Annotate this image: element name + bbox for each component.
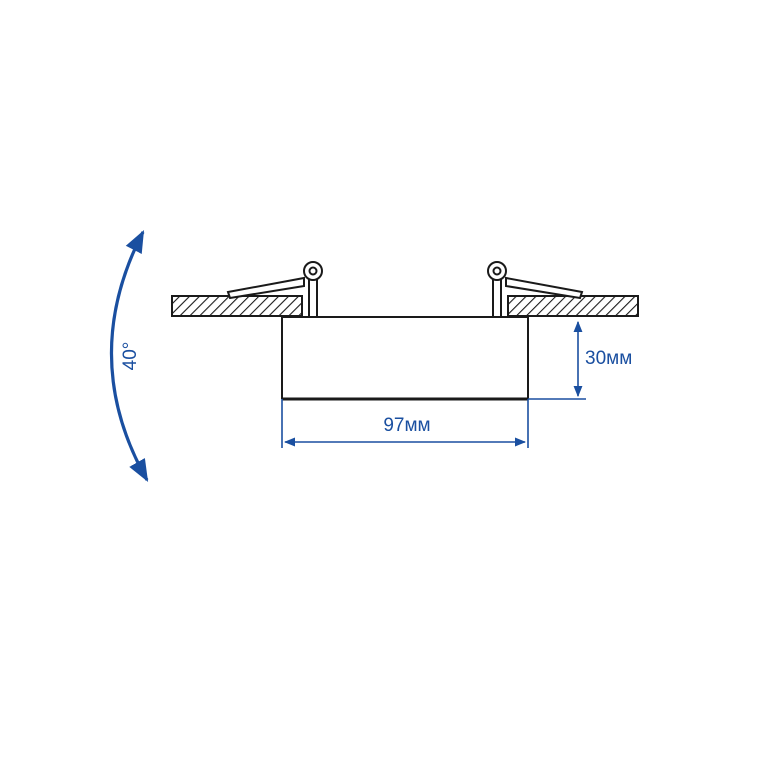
ceiling-panel-right <box>507 295 639 317</box>
lamp-body <box>281 316 529 401</box>
spring-clip-icon-right <box>487 261 584 316</box>
ceiling-panel <box>171 295 639 317</box>
ceiling-panel-left <box>171 295 303 317</box>
width-label: 97мм <box>383 415 430 436</box>
height-label: 30мм <box>585 348 632 369</box>
spring-clip-icon-left <box>226 261 323 316</box>
double-headed-arc-arrow-icon <box>109 230 149 482</box>
width-dimension <box>281 399 529 448</box>
height-dimension <box>528 320 586 400</box>
tilt-angle-label: 40° <box>120 342 141 371</box>
